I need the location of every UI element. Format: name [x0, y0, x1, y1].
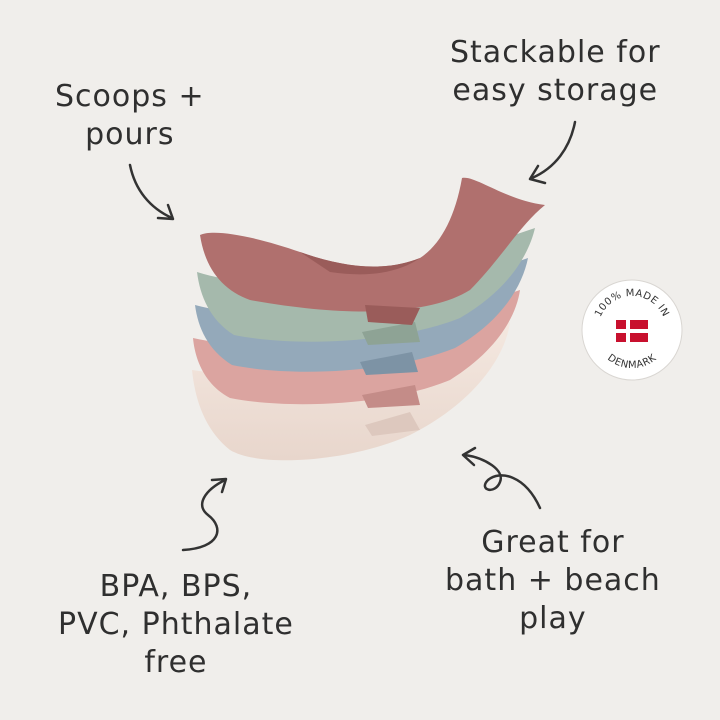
arrow-scoops	[128, 163, 174, 220]
callout-line: pours	[85, 117, 175, 152]
callout-line: BPA, BPS,	[99, 569, 253, 604]
callout-line: bath + beach	[445, 563, 661, 598]
callout-line: Stackable for	[450, 35, 661, 70]
arrow-stack	[530, 120, 577, 180]
callout-stackable: Stackable for easy storage	[450, 34, 661, 110]
callout-line: Great for	[481, 525, 625, 560]
callout-line: PVC, Phthalate	[58, 607, 294, 642]
arrow-great	[463, 453, 542, 510]
callout-bpa-free: BPA, BPS, PVC, Phthalate free	[58, 568, 294, 682]
arrow-bpa	[181, 478, 227, 552]
callout-line: easy storage	[452, 73, 659, 108]
bowl-rose	[200, 177, 545, 312]
callout-line: Scoops +	[55, 79, 205, 114]
made-in-denmark-badge: 100% MADE IN DENMARK	[581, 279, 683, 381]
callout-bath-beach: Great for bath + beach play	[445, 524, 661, 638]
callout-line: play	[519, 601, 587, 636]
callout-scoops-pours: Scoops + pours	[55, 78, 205, 154]
callout-line: free	[144, 645, 208, 680]
denmark-flag-icon	[616, 320, 648, 342]
